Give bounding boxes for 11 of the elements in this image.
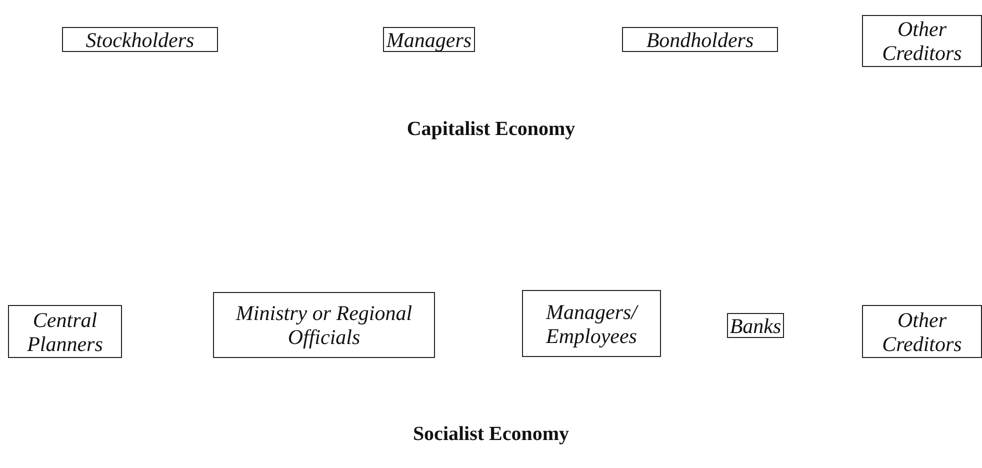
label-box: Banks	[727, 313, 784, 338]
label-box: Managers/ Employees	[522, 290, 661, 357]
label-box: Other Creditors	[862, 15, 982, 67]
label-box: Managers	[383, 27, 475, 52]
label-box: Stockholders	[62, 27, 218, 52]
label-box: Central Planners	[8, 305, 122, 358]
label-box: Ministry or Regional Officials	[213, 292, 435, 358]
section-caption: Capitalist Economy	[406, 118, 576, 141]
label-box: Other Creditors	[862, 305, 982, 358]
section-caption: Socialist Economy	[412, 423, 570, 446]
label-box: Bondholders	[622, 27, 778, 52]
